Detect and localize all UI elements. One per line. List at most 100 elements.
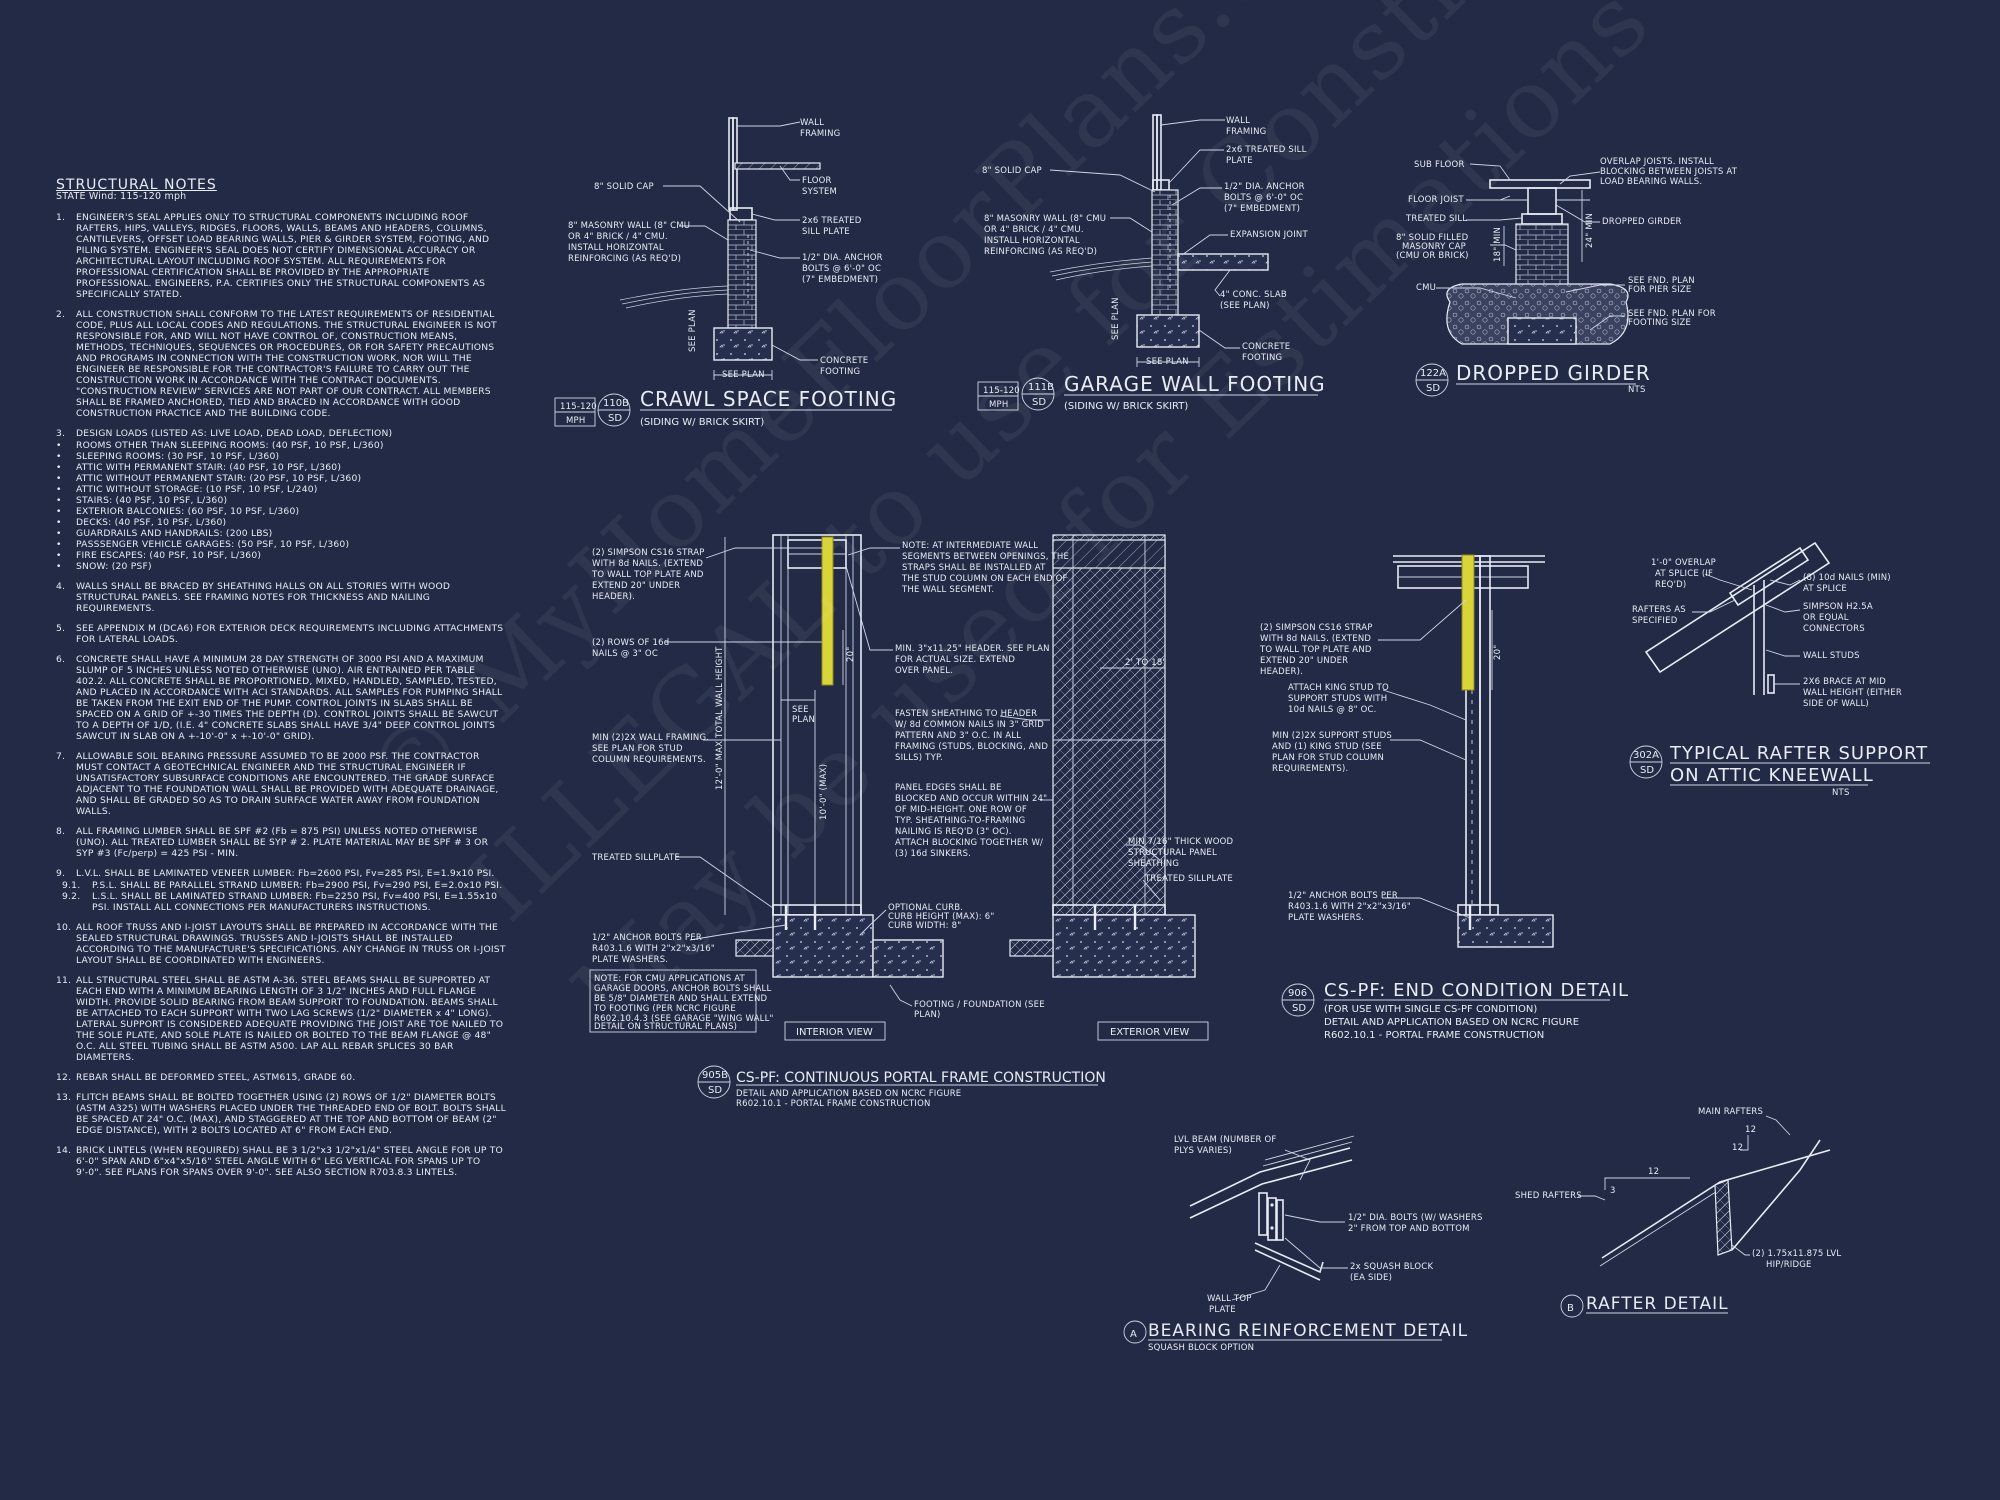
rafter-support-brace [1767, 674, 1775, 694]
crawl-label-anchor-3: (7" EMBEDMENT) [802, 275, 878, 285]
girder-tag-number: 122A [1420, 368, 1446, 379]
raftdet-lvl-hip [1714, 1179, 1733, 1256]
note-bullet: •DECKS: (40 PSF, 10 PSF, L/360) [56, 517, 227, 528]
raftdet-detail-tag [1560, 1294, 1584, 1318]
garage-conc-slab [1177, 253, 1269, 271]
portal-label-nails-2: NAILS @ 3" OC [592, 649, 658, 659]
crawl-wind-speed: 115-120 [560, 402, 597, 412]
bearing-subtitle: SQUASH BLOCK OPTION [1148, 1343, 1254, 1353]
rafter-label-as-2: SPECIFIED [1632, 616, 1678, 626]
girder-label-24-min: 24" MIN [1585, 213, 1595, 248]
raftdet-shed-rafter [1601, 1149, 1831, 1259]
girder-treated-sill [1521, 213, 1563, 225]
endcond-label-support-4: REQUIREMENTS). [1272, 764, 1348, 774]
portal-interior-view-box [784, 1021, 886, 1041]
note-number: 9. [56, 868, 66, 879]
crawl-label-floor: FLOOR [802, 176, 832, 186]
rafter-label-simpson-3: CONNECTORS [1803, 624, 1865, 634]
note-text: WALLS SHALL BE BRACED BY SHEATHING HALLS… [76, 581, 451, 614]
endcond-label-bolts-1: 1/2" ANCHOR BOLTS PER [1288, 891, 1398, 901]
crawl-label-treated: 2x6 TREATED [802, 216, 862, 226]
rafter-label-overlap-3: REQ'D) [1655, 580, 1686, 590]
portal-interior-frame [772, 534, 862, 916]
rafter-label-simpson-1: SIMPSON H2.5A [1803, 602, 1873, 612]
endcond-label-king-2: SUPPORT STUDS WITH [1288, 694, 1387, 704]
girder-nts: NTS [1628, 385, 1646, 395]
girder-label-overlap-2: BLOCKING BETWEEN JOISTS AT [1600, 167, 1738, 177]
endcond-label-strap-1: (2) SIMPSON CS16 STRAP [1260, 623, 1373, 633]
note-item: 9.L.V.L. SHALL BE LAMINATED VENEER LUMBE… [56, 868, 506, 913]
portal-label-bolts-1: 1/2" ANCHOR BOLTS PER [592, 933, 702, 943]
portal-label-panel-7: (3) 16d SINKERS. [895, 849, 971, 859]
note-text: ALL ROOF TRUSS AND I-JOIST LAYOUTS SHALL… [76, 922, 506, 966]
garage-subtitle: (SIDING W/ BRICK SKIRT) [1064, 401, 1188, 412]
crawl-wind-unit: MPH [566, 416, 585, 426]
portal-see-label: SEE [792, 705, 809, 715]
garage-label-slab-2: (SEE PLAN) [1220, 301, 1270, 311]
portal-label-inter-3: STRAPS SHALL BE INSTALLED AT [902, 563, 1046, 573]
portal-label-panel-4: TYP. SHEATHING-TO-FRAMING [894, 816, 1025, 826]
endcond-label-support-2: AND (1) KING STUD (SEE [1272, 742, 1382, 752]
portal-interior-strap[interactable] [821, 536, 834, 686]
raftdet-pitch-12a: 12 [1648, 1167, 1659, 1177]
portal-label-fasten-1: FASTEN SHEATHING TO HEADER [895, 709, 1037, 719]
bearing-squash-block-1 [1258, 1192, 1268, 1236]
detail-crawl-space-footing: SEE PLAN SEE PLAN WALL FRAMING FLOOR SYS… [554, 117, 896, 428]
portal-exterior-curb [1009, 939, 1054, 957]
note-text: FLITCH BEAMS SHALL BE BOLTED TOGETHER US… [76, 1092, 506, 1136]
endcond-label-bolts-2: R403.1.6 WITH 2"x2"x3/16" [1288, 902, 1411, 912]
portal-label-inter-2: SEGMENTS BETWEEN OPENINGS, THE [902, 552, 1069, 562]
detail-rafter-detail: 12 3 12 12 MAIN RAFTERS SHED RAFTERS (2)… [1515, 1107, 1841, 1318]
portal-label-ext-sill: TREATED SILLPLATE [1144, 874, 1233, 884]
endcond-label-strap-2: WITH 8d NAILS. (EXTEND [1260, 634, 1371, 644]
note-number: 10. [56, 922, 72, 933]
crawl-tag-sheet: SD [608, 413, 622, 424]
garage-label-masonry-3: INSTALL HORIZONTAL [984, 236, 1080, 246]
garage-see-plan-vert: SEE PLAN [1111, 297, 1121, 340]
note-number: 4. [56, 581, 66, 592]
crawl-masonry-wall [727, 219, 757, 329]
portal-label-bolts-3: PLATE WASHERS. [592, 955, 668, 965]
garage-label-solid-cap: 8" SOLID CAP [982, 166, 1042, 176]
girder-label-girder: DROPPED GIRDER [1602, 217, 1682, 227]
note-bullet: •SNOW: (20 PSF) [56, 561, 152, 572]
rafter-label-brace-1: 2X6 BRACE AT MID [1803, 677, 1886, 687]
note-item: 10. ALL ROOF TRUSS AND I-JOIST LAYOUTS SH… [56, 922, 506, 966]
bearing-label-squash-1: 2x SQUASH BLOCK [1350, 1262, 1433, 1272]
bearing-label-bolts-1: 1/2" DIA. BOLTS (W/ WASHERS [1348, 1213, 1483, 1223]
bearing-label-bolts-2: 2" FROM TOP AND BOTTOM [1348, 1224, 1470, 1234]
portal-label-panel-1: PANEL EDGES SHALL BE [895, 783, 1002, 793]
endcond-tag-number: 906 [1288, 988, 1307, 999]
girder-label-cmu: CMU [1416, 283, 1436, 293]
note-number: 3. [56, 428, 66, 439]
detail-rafter-support: 1'-0" OVERLAP AT SPLICE (IF REQ'D) RAFTE… [1629, 541, 1930, 798]
garage-label-footing: FOOTING [1242, 353, 1282, 363]
portal-label-strap-2: WITH 8d NAILS. (EXTEND [592, 559, 703, 569]
garage-see-plan-horiz: SEE PLAN [1146, 357, 1189, 367]
garage-wind-speed: 115-120 [983, 386, 1020, 396]
rafter-label-brace-3: SIDE OF WALL) [1803, 699, 1869, 709]
rafter-label-overlap-1: 1'-0" OVERLAP [1651, 558, 1716, 568]
portal-label-fasten-3: PATTERN AND 3" O.C. IN ALL [895, 731, 1021, 741]
girder-sub-floor [1489, 179, 1591, 189]
girder-tag-sheet: SD [1426, 383, 1440, 394]
portal-note-4: TO FOOTING (PER NCRC FIGURE [593, 1004, 736, 1014]
garage-label-wall: WALL [1226, 116, 1250, 126]
note-text: ENGINEER'S SEAL APPLIES ONLY TO STRUCTUR… [76, 212, 490, 300]
note-bullet: •SLEEPING ROOMS: (30 PSF, 10 PSF, L/360) [56, 451, 280, 462]
raftdet-pitch-3: 3 [1610, 1186, 1616, 1196]
portal-label-inter-4: THE STUD COLUMN ON EACH END OF [901, 574, 1068, 584]
portal-label-framing-3: COLUMN REQUIREMENTS. [592, 755, 706, 765]
portal-label-fasten-2: W/ 8d COMMON NAILS IN 3" GRID [895, 720, 1044, 730]
note-text: REBAR SHALL BE DEFORMED STEEL, ASTM615, … [76, 1072, 356, 1083]
bearing-label-squash-2: (EA SIDE) [1350, 1273, 1392, 1283]
garage-label-masonry-2: OR 4" BRICK / 4" CMU. [984, 225, 1084, 235]
endcond-strap[interactable] [1461, 554, 1475, 691]
portal-label-strap-3: TO WALL TOP PLATE AND [591, 570, 704, 580]
portal-label-inter-5: THE WALL SEGMENT. [901, 585, 994, 595]
portal-label-fasten-5: SILLS) TYP. [895, 753, 943, 763]
crawl-label-concrete: CONCRETE [820, 356, 868, 366]
portal-title: CS-PF: CONTINUOUS PORTAL FRAME CONSTRUCT… [736, 1070, 1106, 1086]
